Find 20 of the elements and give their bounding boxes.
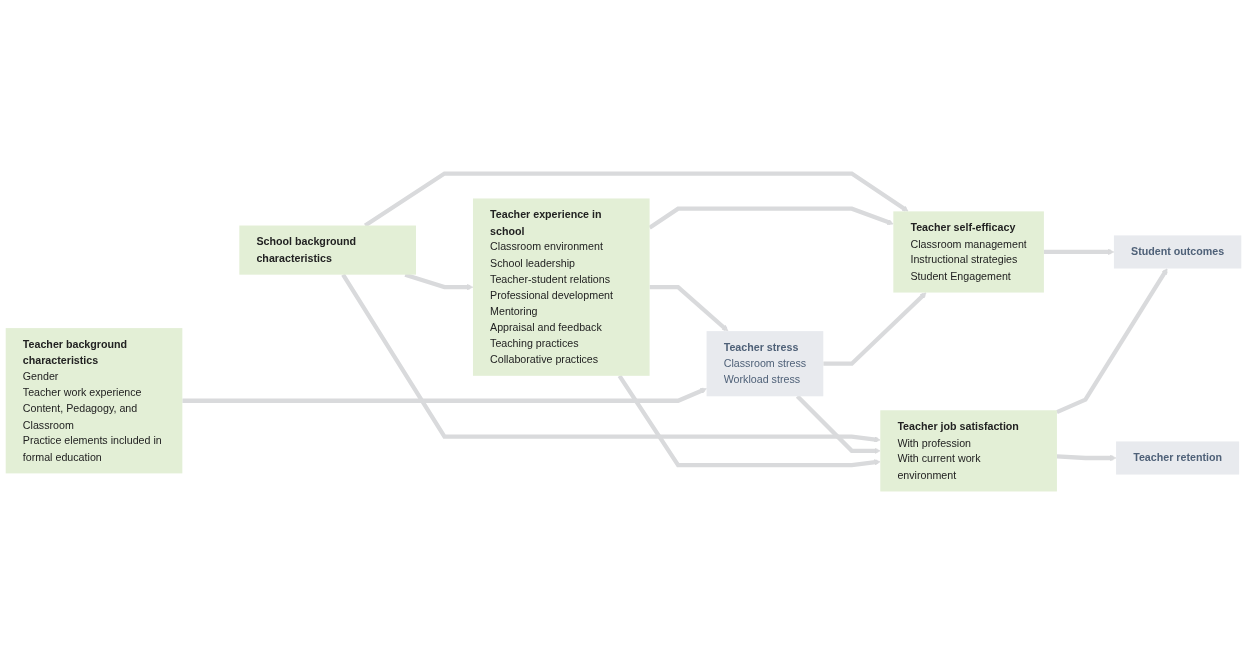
- arrow: [404, 272, 474, 291]
- arrow: [823, 292, 927, 366]
- arrow: [649, 285, 729, 332]
- node-box: Teacher job satisfaction With profession With current work environment: [880, 410, 1057, 492]
- arrow: [363, 171, 909, 228]
- arrow: [1056, 268, 1168, 415]
- node-box: Teacher background characteristics Gender Teacher work experience Content, Pedagogy, and Classroom Practice elements included in formal education: [5, 328, 183, 474]
- arrow: [648, 206, 894, 230]
- node-box: Teacher experience in school Classroom environment School leadership Teacher-student relations Professional development Mentoring Appraisal and feedback Teaching practices Collaborative practices: [472, 198, 650, 376]
- arrow: [341, 273, 881, 443]
- arrow: [795, 394, 881, 454]
- node-box: Teacher stress Classroom stress Workload stress: [706, 331, 824, 397]
- arrow: [1056, 454, 1117, 462]
- node-box: Student outcomes: [1113, 235, 1242, 269]
- arrow: [182, 387, 707, 403]
- arrow: [1043, 248, 1115, 256]
- node-box: Teacher self-efficacy Classroom management Instructional strategies Student Engagement: [893, 211, 1044, 293]
- node-box: Teacher retention: [1116, 441, 1240, 475]
- arrow: [617, 374, 881, 468]
- node-box: School background characteristics: [239, 225, 416, 275]
